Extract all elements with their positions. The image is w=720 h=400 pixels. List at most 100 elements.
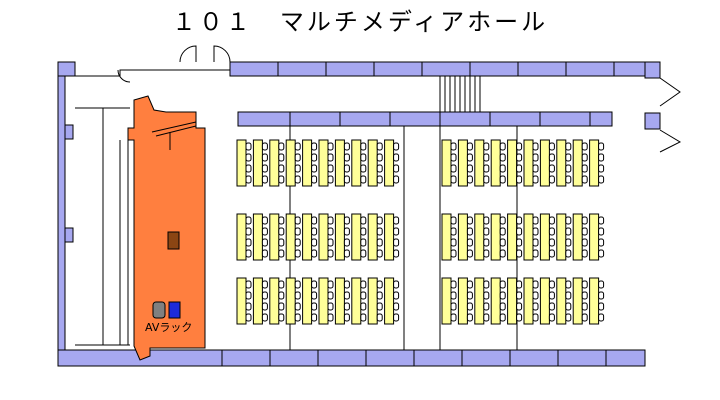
chair <box>466 153 473 162</box>
chair <box>261 175 268 184</box>
chair <box>311 280 318 289</box>
chair <box>343 227 350 236</box>
chair <box>499 216 506 225</box>
chair <box>499 153 506 162</box>
chair <box>327 164 334 173</box>
door-top-3 <box>117 69 131 83</box>
chair <box>327 238 334 247</box>
desk <box>441 277 452 325</box>
chair <box>499 302 506 311</box>
chair <box>311 249 318 258</box>
chair <box>376 313 383 322</box>
chair <box>360 280 367 289</box>
desk <box>490 213 501 261</box>
desk <box>490 139 501 187</box>
chair <box>393 142 400 151</box>
chair <box>466 142 473 151</box>
ceiling-rails <box>439 76 481 112</box>
chair <box>581 142 588 151</box>
chair <box>245 227 252 236</box>
seat-block-left-front <box>236 139 400 187</box>
chair <box>376 216 383 225</box>
chair <box>581 216 588 225</box>
chair <box>598 238 605 247</box>
door-top-1 <box>179 45 197 63</box>
chair <box>393 238 400 247</box>
chair <box>360 216 367 225</box>
chair <box>483 175 490 184</box>
desk <box>252 277 263 325</box>
chair <box>278 249 285 258</box>
chair <box>294 142 301 151</box>
chair <box>294 216 301 225</box>
desk <box>384 277 395 325</box>
stage-steps <box>151 121 197 150</box>
chair <box>466 175 473 184</box>
chair <box>327 313 334 322</box>
desk <box>556 277 567 325</box>
chair <box>516 142 523 151</box>
desk <box>539 277 550 325</box>
chair <box>532 175 539 184</box>
chair <box>598 175 605 184</box>
chair <box>294 175 301 184</box>
seat-block-right-rear <box>441 277 605 325</box>
desk <box>285 139 296 187</box>
chair <box>360 249 367 258</box>
desk <box>236 277 247 325</box>
chair <box>245 302 252 311</box>
chair <box>294 291 301 300</box>
chair <box>376 153 383 162</box>
chair <box>499 227 506 236</box>
desk <box>318 139 329 187</box>
chair <box>261 164 268 173</box>
desk <box>474 213 485 261</box>
wall-left <box>57 75 66 367</box>
chair <box>343 249 350 258</box>
desk <box>539 139 550 187</box>
chair <box>311 142 318 151</box>
chair <box>548 164 555 173</box>
podium <box>167 231 180 250</box>
chair <box>516 153 523 162</box>
chair <box>278 153 285 162</box>
chair <box>327 227 334 236</box>
chair <box>311 164 318 173</box>
chair <box>343 291 350 300</box>
desk <box>572 139 583 187</box>
chair <box>450 291 457 300</box>
desk <box>474 277 485 325</box>
chair <box>532 227 539 236</box>
av-rack-label: AVラック <box>145 321 192 334</box>
door-right-2 <box>659 129 682 153</box>
chair <box>548 238 555 247</box>
stage <box>127 95 206 361</box>
wall-right-upper <box>644 61 661 79</box>
chair <box>261 238 268 247</box>
chair <box>376 142 383 151</box>
chair <box>278 313 285 322</box>
chair <box>261 142 268 151</box>
chair <box>294 164 301 173</box>
chair <box>393 175 400 184</box>
chair <box>450 164 457 173</box>
chair <box>516 238 523 247</box>
desk <box>285 277 296 325</box>
chair <box>598 313 605 322</box>
chair <box>376 227 383 236</box>
chair <box>516 164 523 173</box>
chair <box>311 238 318 247</box>
chair <box>360 142 367 151</box>
chair <box>393 291 400 300</box>
chair <box>483 227 490 236</box>
chair <box>466 227 473 236</box>
chair <box>450 280 457 289</box>
chair <box>483 142 490 151</box>
chair <box>483 280 490 289</box>
desk <box>351 277 362 325</box>
seat-block-left-rear <box>236 277 400 325</box>
chair <box>245 313 252 322</box>
chair <box>532 142 539 151</box>
chair <box>483 302 490 311</box>
